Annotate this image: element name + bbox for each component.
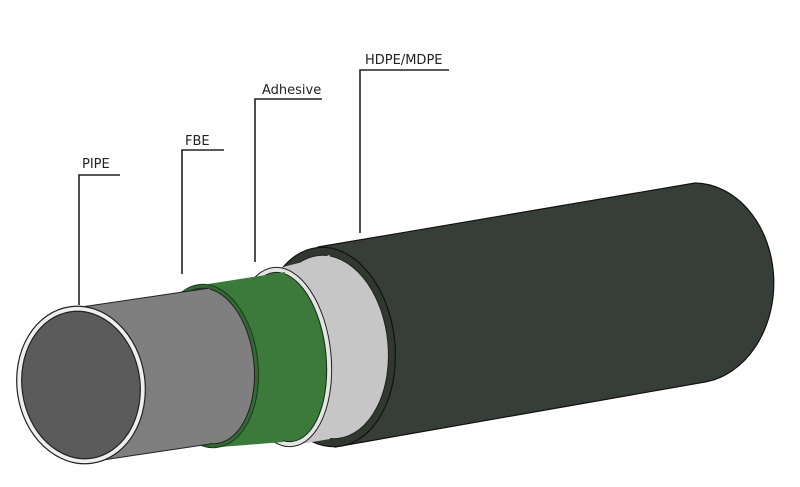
hdpe-leader-line [359, 69, 449, 233]
pipe-label: PIPE [82, 157, 110, 172]
hdpe-label: HDPE/MDPE [365, 53, 443, 68]
label-hdpe: HDPE/MDPE [359, 53, 449, 233]
pipe-layer [16, 287, 255, 465]
pipe-leader-line [78, 174, 120, 305]
fbe-label: FBE [185, 134, 210, 149]
label-adhesive: Adhesive [254, 83, 322, 262]
fbe-leader-line [181, 149, 224, 274]
label-pipe: PIPE [78, 157, 120, 305]
adhesive-label: Adhesive [262, 83, 321, 98]
label-fbe: FBE [181, 134, 224, 274]
adhesive-leader-line [254, 98, 322, 262]
hdpe-body [317, 182, 775, 448]
pipe-end-bore [21, 310, 141, 460]
